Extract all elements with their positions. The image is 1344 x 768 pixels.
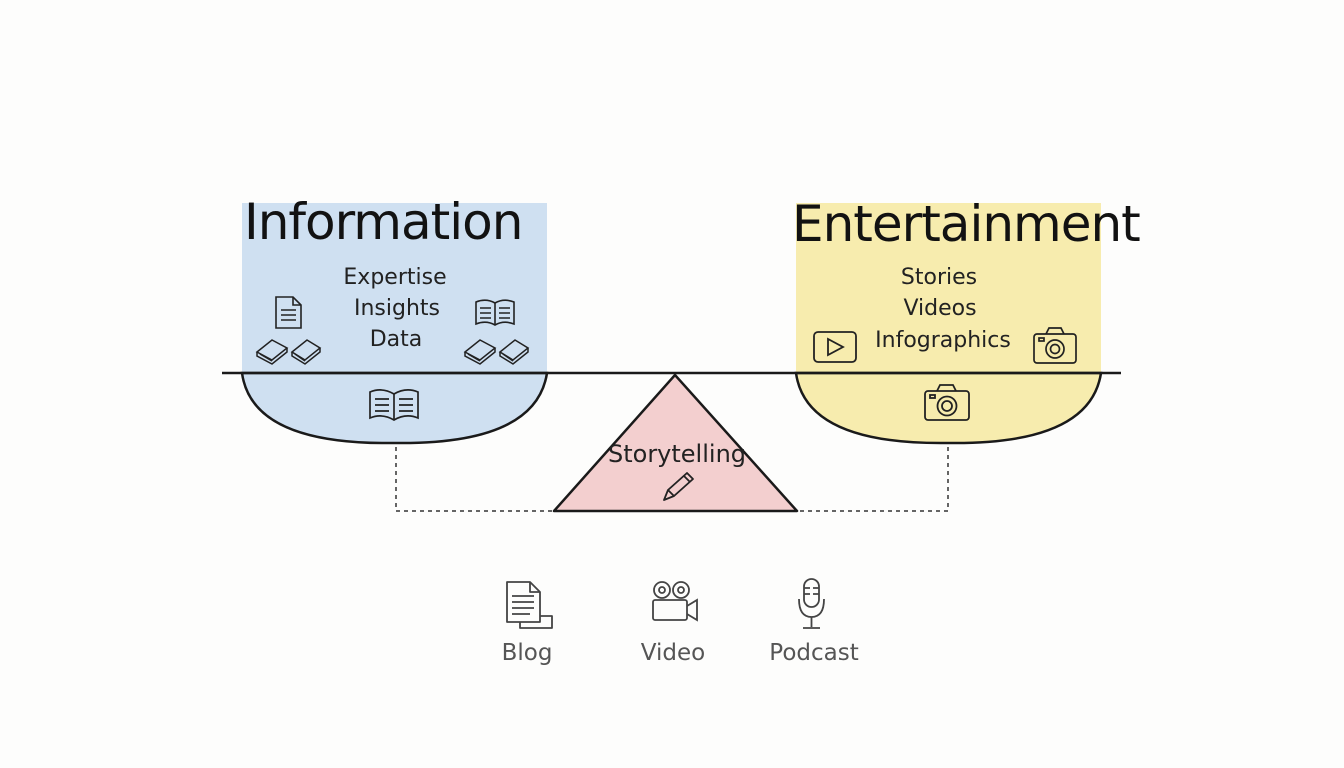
right-dashed-connector [796,447,949,512]
format-label-blog: Blog [501,640,553,666]
play-button-icon [813,331,857,363]
document-icon [275,296,302,329]
stacked-books-icon [463,339,497,365]
format-label-podcast: Podcast [769,640,859,666]
open-book-icon [475,299,515,326]
left-dashed-connector [395,447,555,512]
entertainment-item: Infographics [875,328,1011,353]
video-camera-icon [652,581,698,622]
stacked-books-icon [255,339,289,365]
information-item: Data [369,327,423,352]
stacked-books-icon [498,339,530,365]
entertainment-bowl [794,371,1103,445]
storytelling-label: Storytelling [607,440,747,468]
microphone-icon [798,578,825,629]
stacked-books-icon [290,339,322,365]
information-item: Expertise [343,265,447,290]
entertainment-item: Stories [900,265,978,290]
document-icon [506,581,553,629]
information-panel [242,203,547,373]
camera-icon [1033,327,1077,364]
information-item: Insights [353,296,441,321]
entertainment-panel [796,203,1101,373]
entertainment-item: Videos [903,296,977,321]
camera-icon [924,384,970,421]
pencil-icon [663,472,694,501]
format-label-video: Video [640,640,706,666]
entertainment-title: Entertainment [792,195,1141,253]
open-book-icon [369,389,419,421]
storytelling-fulcrum [552,373,799,513]
information-title: Information [244,193,523,251]
